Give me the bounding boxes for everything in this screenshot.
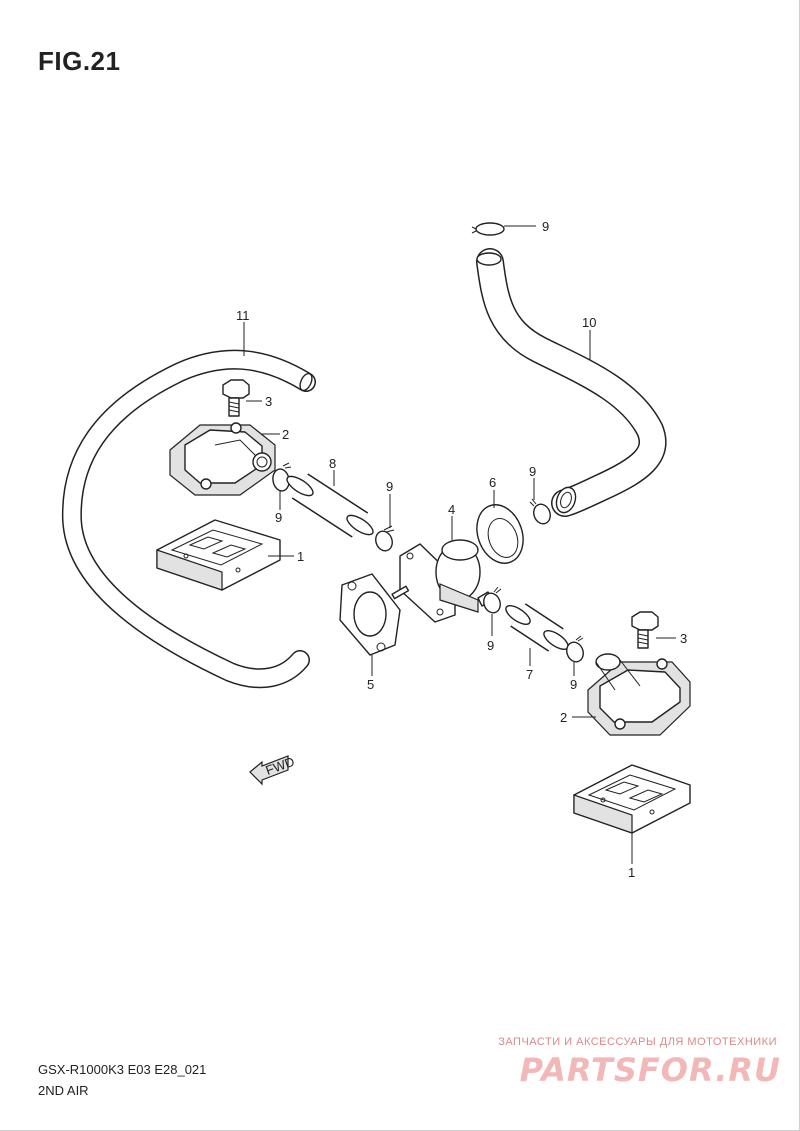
callout-9-right-lower: 9 (570, 677, 577, 692)
callout-3-right: 3 (680, 631, 687, 646)
callout-5: 5 (367, 677, 374, 692)
model-code-label: GSX-R1000K3 E03 E28_021 (38, 1062, 207, 1077)
seal-6 (476, 504, 524, 564)
watermark-tagline: ЗАПЧАСТИ И АКСЕССУАРЫ ДЛЯ МОТОТЕХНИКИ (498, 1036, 777, 1048)
callout-1-right: 1 (628, 865, 635, 880)
gasket-5 (339, 573, 401, 656)
leader-lines (243, 225, 676, 864)
callout-7: 7 (526, 667, 533, 682)
bolt-3-right (631, 611, 659, 649)
reed-plate-1-left (156, 519, 281, 591)
fwd-label: FWD (264, 754, 297, 778)
forward-direction-arrow: FWD (249, 754, 297, 786)
callout-8: 8 (329, 456, 336, 471)
callout-10: 10 (582, 315, 596, 330)
hose-8 (286, 473, 374, 538)
callout-2-right: 2 (560, 710, 567, 725)
reed-plate-1-right (573, 764, 691, 834)
callout-4: 4 (448, 502, 455, 517)
watermark-brand: PARTSFOR.RU (519, 1051, 781, 1089)
section-name-label: 2ND AIR (38, 1083, 89, 1098)
callout-9-top: 9 (542, 219, 549, 234)
callout-labels: 9 10 11 3 2 8 9 9 6 9 4 1 5 9 7 9 3 2 1 (236, 219, 687, 880)
callout-9-under-valve: 9 (487, 638, 494, 653)
figure-title: FIG.21 (38, 46, 121, 76)
callout-9-right-upper: 9 (529, 464, 536, 479)
callout-11: 11 (236, 308, 250, 323)
callout-3-left: 3 (265, 394, 272, 409)
callout-2-left: 2 (282, 427, 289, 442)
callout-1-left: 1 (297, 549, 304, 564)
reed-valve-cover-2-right (587, 653, 691, 736)
hose-clamp-9-top (471, 222, 505, 236)
callout-9-mid: 9 (386, 479, 393, 494)
bolt-3-left (222, 379, 250, 417)
hose-7 (505, 603, 569, 652)
hose-clamp-9-mid (375, 525, 395, 552)
air-control-valve-4 (391, 539, 493, 623)
hose-10 (476, 248, 667, 517)
hose-clamp-9-under-valve (483, 586, 502, 614)
reed-valve-cover-2-left (169, 422, 276, 496)
hose-clamp-9-right-lower (566, 635, 584, 663)
callout-9-left: 9 (275, 510, 282, 525)
callout-6: 6 (489, 475, 496, 490)
hose-11 (61, 349, 316, 689)
hose-clamp-9-right-upper (529, 498, 551, 525)
